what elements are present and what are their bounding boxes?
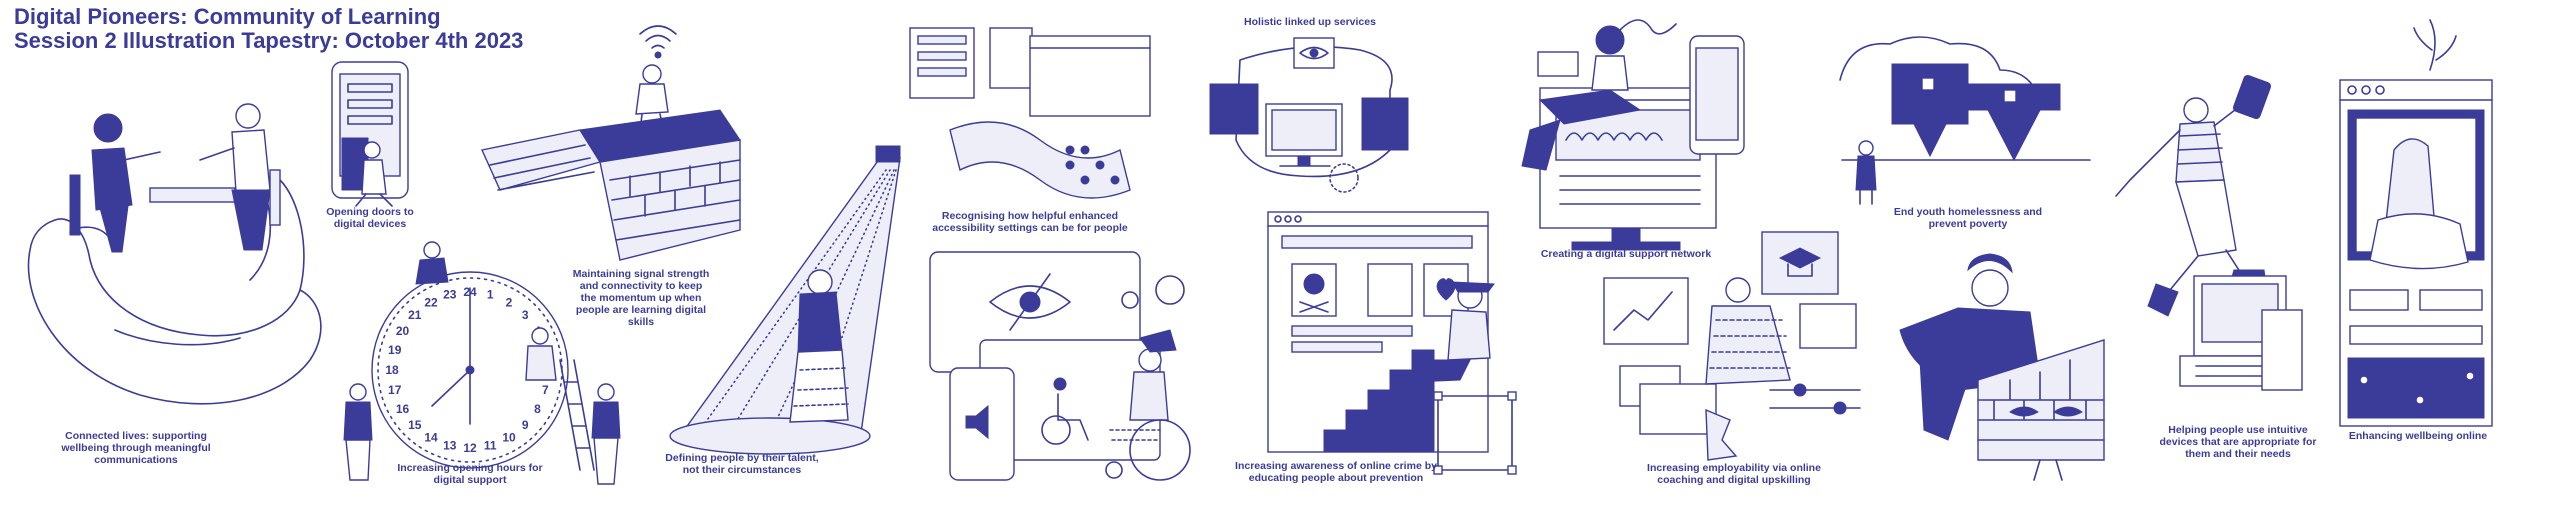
person-brick-wall-illustration xyxy=(1899,253,2105,481)
caption-wellbeing-online: Enhancing wellbeing online xyxy=(2348,430,2488,442)
clock-number: 12 xyxy=(463,441,477,455)
intuitive-devices-illustration xyxy=(2115,74,2303,391)
ear-icon xyxy=(1224,93,1248,125)
caption-support-network: Creating a digital support network xyxy=(1540,248,1712,260)
clock-number: 3 xyxy=(522,308,529,322)
clock-number: 15 xyxy=(408,418,422,432)
caption-holistic-services: Holistic linked up services xyxy=(1244,16,1376,28)
accessibility-illustration xyxy=(909,27,1191,481)
clock-number: 10 xyxy=(502,431,516,445)
talent-illustration xyxy=(669,145,901,455)
gear-icon xyxy=(1121,275,1185,309)
clock-number: 19 xyxy=(388,343,402,357)
clock-number: 24 xyxy=(463,285,477,299)
caption-talent: Defining people by their talent,not thei… xyxy=(665,452,819,476)
graduation-cap-icon xyxy=(1778,247,1822,269)
clock-number: 1 xyxy=(487,288,494,302)
support-network-illustration xyxy=(1521,19,1745,251)
youth-homelessness-illustration xyxy=(1839,36,2091,205)
wellbeing-online-illustration xyxy=(2339,19,2493,427)
holistic-services-illustration xyxy=(1209,37,1409,193)
clock-number: 7 xyxy=(542,383,549,397)
employability-illustration xyxy=(1603,231,1861,461)
wheelchair-icon xyxy=(1041,377,1089,445)
opening-doors-illustration xyxy=(331,61,409,207)
clock-number: 13 xyxy=(443,438,457,452)
clock-number: 22 xyxy=(424,296,438,310)
clock-illustration: 123456789101112131415161718192021222324 xyxy=(343,241,621,485)
signal-strength-illustration xyxy=(481,25,741,261)
clock-number: 8 xyxy=(534,402,541,416)
wifi-icon xyxy=(639,25,677,49)
clock-number: 21 xyxy=(408,308,422,322)
hand-icon xyxy=(1375,111,1401,141)
clock-number: 14 xyxy=(424,431,438,445)
clock-number: 17 xyxy=(388,383,402,397)
clock-number: 11 xyxy=(484,438,497,452)
clock-number: 9 xyxy=(522,418,529,432)
connected-lives-illustration xyxy=(27,103,322,405)
clock-number: 2 xyxy=(506,296,513,310)
page-title-line2: Session 2 Illustration Tapestry: October… xyxy=(14,28,524,53)
clock-number: 16 xyxy=(396,402,410,416)
skull-icon xyxy=(1299,273,1329,313)
online-crime-illustration xyxy=(1267,211,1517,475)
crossed-eye-icon xyxy=(989,285,1071,319)
eye-icon xyxy=(1299,46,1329,60)
clock-number: 18 xyxy=(385,363,399,377)
clock-number: 20 xyxy=(396,324,410,338)
clock-number: 23 xyxy=(443,288,457,302)
speaker-icon xyxy=(965,404,989,440)
page-title-line1: Digital Pioneers: Community of Learning xyxy=(14,4,441,29)
